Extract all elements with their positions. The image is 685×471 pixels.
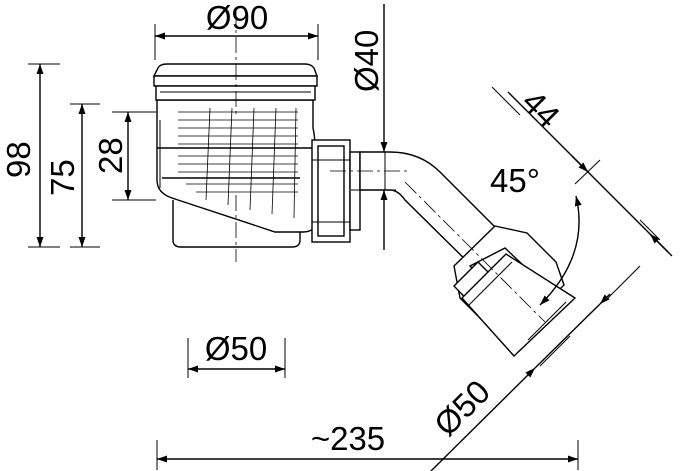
label-height-small: 28 (92, 137, 129, 174)
dim-outlet-diameter: Ø40 (348, 4, 396, 250)
dim-length: ~235 (156, 420, 579, 470)
label-angle: 45° (490, 162, 540, 199)
label-elbow-diameter: Ø50 (427, 373, 497, 443)
label-height-mid: 75 (44, 159, 81, 196)
label-height-total: 98 (0, 141, 37, 178)
dim-height-total: 98 (0, 63, 60, 248)
dim-top-diameter: Ø90 (154, 0, 319, 60)
dim-angle: 45° (490, 162, 582, 306)
label-length: ~235 (311, 420, 385, 457)
grille-hatch (178, 107, 298, 219)
drain-body (152, 63, 319, 248)
outlet-nut (311, 139, 361, 243)
label-outlet-diameter: Ø40 (348, 30, 385, 92)
label-bottom-diameter: Ø50 (205, 330, 267, 367)
label-offset: 44 (515, 83, 567, 135)
dim-height-mid: 75 (44, 103, 100, 248)
center-lines (235, 10, 546, 323)
outlet-elbow (359, 151, 577, 358)
dim-height-small: 28 (92, 111, 156, 201)
dim-bottom-diameter: Ø50 (187, 330, 286, 378)
label-top-diameter: Ø90 (206, 0, 268, 36)
